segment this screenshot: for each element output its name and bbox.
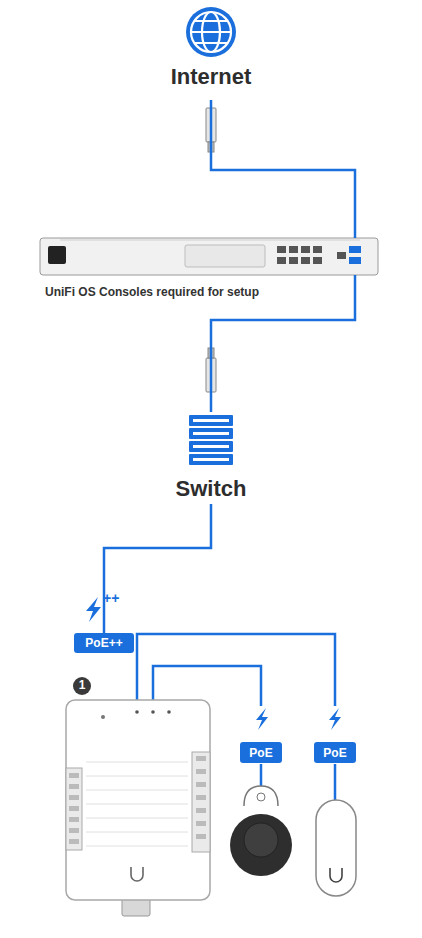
globe-icon [194, 21, 228, 43]
poe-bolt [256, 708, 268, 730]
console-device [349, 257, 361, 264]
access-hub [69, 817, 79, 822]
access-hub [66, 768, 82, 850]
access-hub [86, 762, 188, 846]
access-hub [86, 846, 188, 847]
callout-number: 1 [77, 678, 87, 692]
switch-icon [189, 428, 233, 439]
console-device [289, 246, 298, 253]
switch-icon [193, 445, 229, 448]
reader-lite [330, 868, 342, 882]
access-hub [86, 832, 188, 833]
access-hub [69, 806, 79, 811]
switch-icon [193, 432, 229, 435]
hub-wires [334, 764, 337, 800]
node-label: UniFi OS Consoles required for setup [45, 285, 259, 299]
access-hub [196, 756, 206, 761]
globe-icon [191, 31, 231, 33]
access-hub [196, 782, 206, 787]
access-hub [196, 808, 206, 813]
console-device [185, 245, 265, 267]
access-hub [69, 828, 79, 833]
console-device [301, 246, 310, 253]
console-device [301, 257, 310, 264]
switch-node: Switch [140, 412, 282, 504]
access-hub [196, 795, 206, 800]
node-label: PoE++ [85, 636, 122, 650]
globe-icon [186, 7, 236, 57]
switch-icon [193, 419, 229, 422]
console-device [289, 257, 298, 264]
poe-badge: PoE [314, 742, 356, 763]
reader-fob [257, 793, 265, 801]
node-label: Internet [140, 64, 282, 90]
reader-lite [316, 800, 356, 896]
hub-wires [260, 764, 263, 786]
internet-node: Internet [140, 64, 282, 100]
console-device [277, 257, 286, 264]
switch-icon [193, 419, 229, 461]
poe-bolt [329, 708, 341, 730]
reader-fob [244, 823, 278, 857]
callout-circle [73, 677, 91, 695]
access-hub [69, 773, 79, 778]
access-hub [66, 700, 210, 916]
reader-fob [230, 814, 292, 876]
network-cable [211, 100, 355, 238]
console-device [48, 246, 66, 264]
access-hub [69, 795, 79, 800]
globe-icon [191, 12, 231, 52]
console-device [313, 246, 322, 253]
access-hub [196, 821, 206, 826]
access-hub [86, 762, 188, 763]
access-hub [196, 769, 206, 774]
node-label: Switch [140, 476, 282, 502]
console-device [349, 246, 361, 253]
access-hub [66, 700, 210, 900]
access-hub [101, 715, 105, 719]
switch-icon [189, 415, 233, 426]
console-device [60, 240, 360, 241]
access-hub [86, 776, 188, 777]
switch-icon [189, 415, 233, 465]
access-hub [86, 818, 188, 819]
console-device [40, 238, 378, 275]
node-label: PoE [323, 746, 346, 760]
node-label: PoE [249, 746, 272, 760]
poe-plus-mark: ++ [103, 590, 119, 606]
hub-wires [137, 634, 335, 706]
reader-lite [316, 800, 356, 896]
access-hub [192, 752, 210, 852]
switch-icon [189, 441, 233, 452]
reader-fob [230, 786, 292, 876]
access-hub [131, 867, 143, 881]
access-hub [151, 710, 155, 714]
console-device [337, 252, 346, 259]
globe-icon [186, 7, 236, 57]
access-hub [86, 790, 188, 791]
reader-fob [244, 786, 278, 806]
console-node: UniFi OS Consoles required for setup [40, 238, 378, 275]
console-device [277, 246, 286, 253]
switch-icon [193, 458, 229, 461]
access-hub [167, 710, 171, 714]
access-hub [69, 784, 79, 789]
console-device [40, 238, 378, 275]
access-hub [196, 834, 206, 839]
access-hub [135, 710, 139, 714]
poe-badge: PoE++ [74, 633, 134, 653]
access-hub [86, 804, 188, 805]
poe-bolt [86, 597, 101, 622]
switch-icon [189, 454, 233, 465]
console-device [313, 257, 322, 264]
access-hub [69, 839, 79, 844]
network-cable [104, 504, 211, 633]
globe-icon [191, 12, 231, 52]
console-device [277, 246, 346, 264]
callout-circle [73, 677, 91, 695]
poe-badge: PoE [240, 742, 282, 763]
